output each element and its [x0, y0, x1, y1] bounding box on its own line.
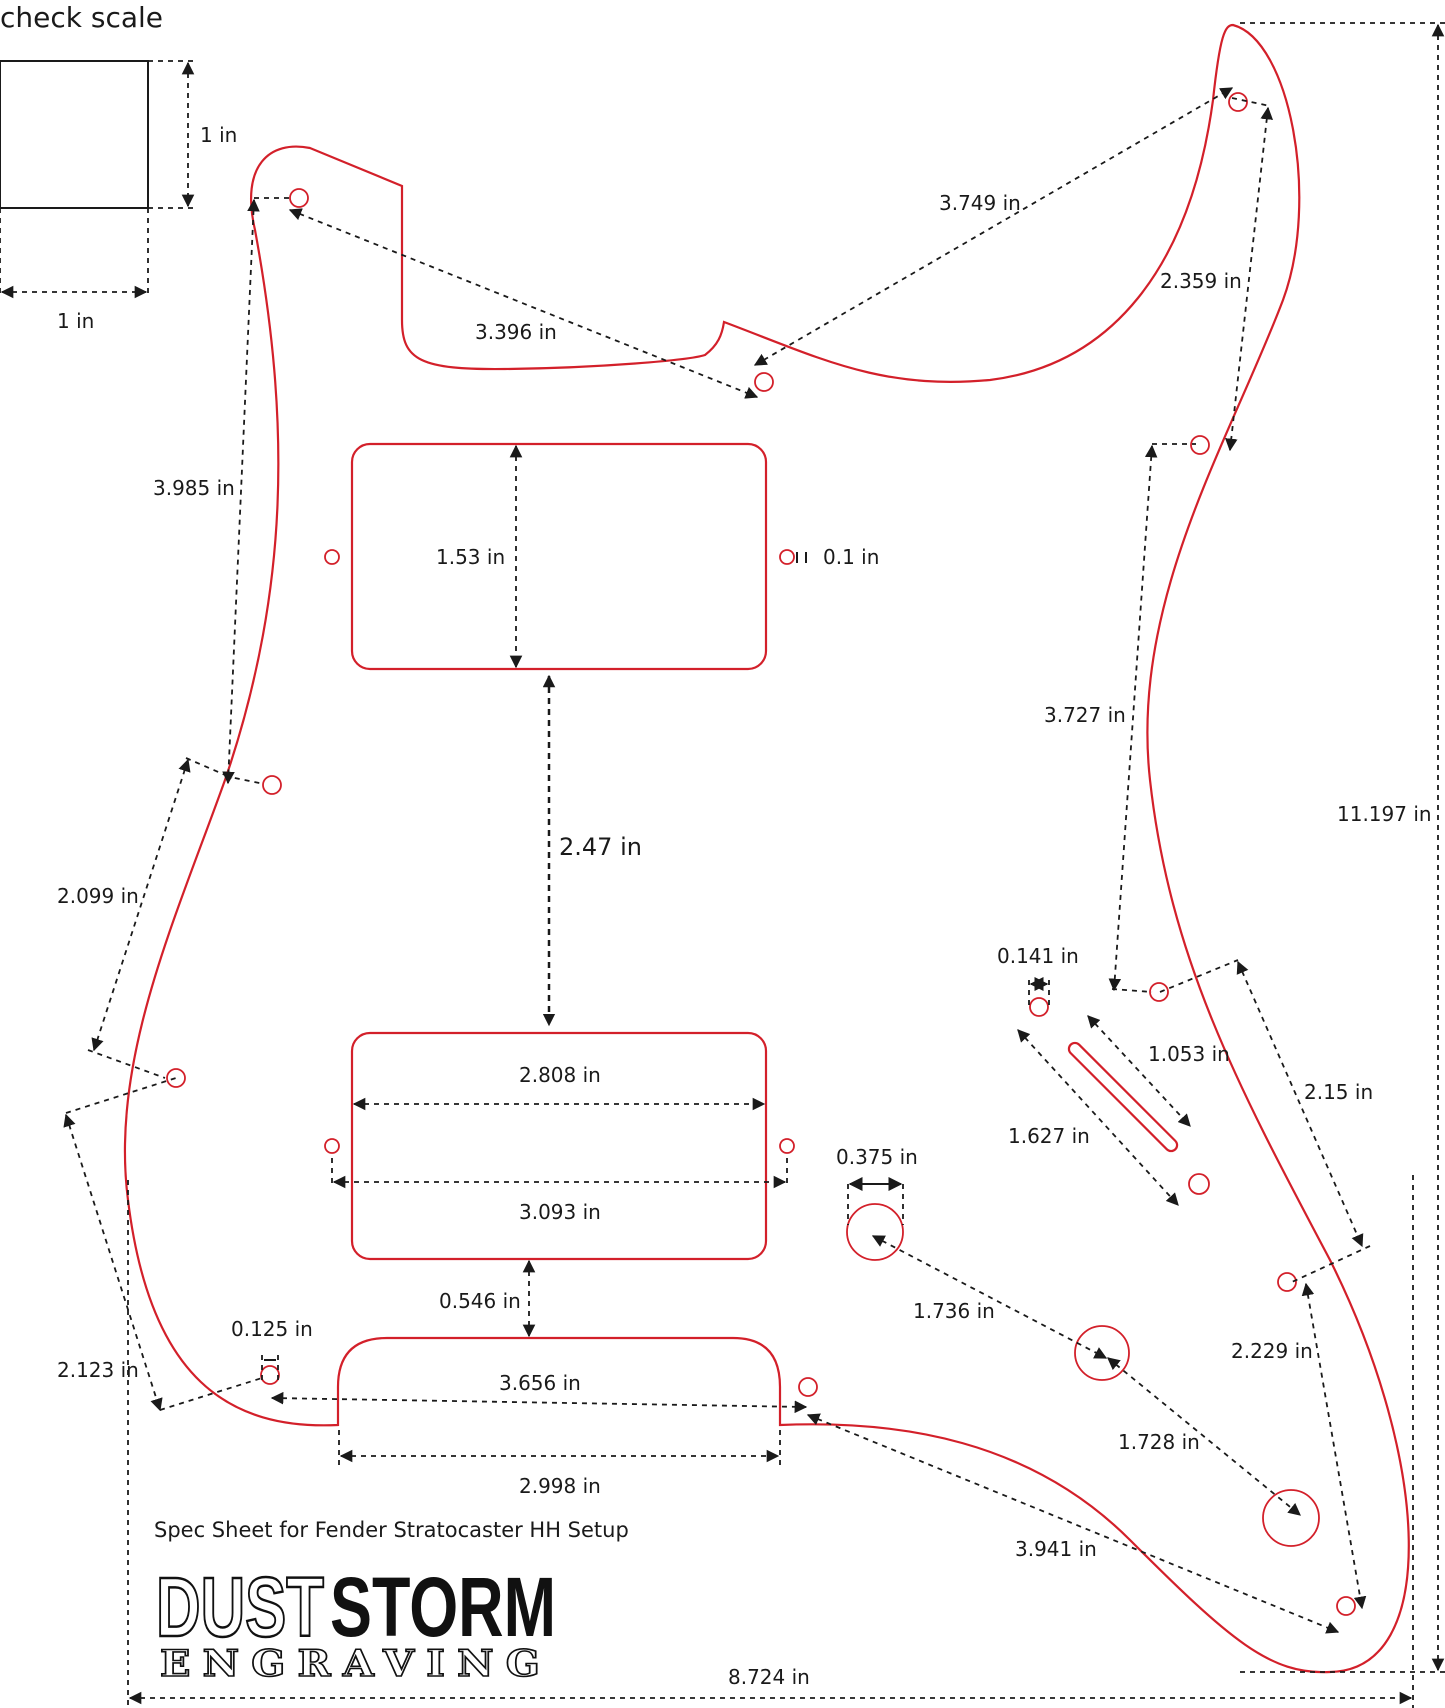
volume-pot-hole: [846, 1203, 904, 1261]
dim-line-3-985: [222, 198, 260, 785]
dim-line-1-736: [871, 1235, 1108, 1359]
screw-hole: [262, 775, 282, 795]
duststorm-logo: DUST STORM ENGRAVING: [155, 1559, 556, 1686]
dimension-labels: 3.396 in 3.749 in 2.359 in 3.985 in 1.53…: [57, 191, 1432, 1689]
dim-label-2-15: 2.15 in: [1304, 1080, 1373, 1104]
dim-label-3-749: 3.749 in: [939, 191, 1021, 215]
dim-line-2-359: [1224, 106, 1274, 452]
dim-label-1-627: 1.627 in: [1008, 1124, 1090, 1148]
dim-ext: [1231, 97, 1271, 107]
screw-hole: [1149, 982, 1169, 1002]
dim-label-2-229: 2.229 in: [1231, 1339, 1313, 1363]
scale-height-label: 1 in: [200, 123, 237, 147]
screw-holes: [166, 92, 1356, 1616]
dim-line-1-053: [1087, 1015, 1191, 1127]
screw-hole: [1336, 1596, 1356, 1616]
scale-square-box: [0, 60, 149, 209]
dim-line-3-749: [753, 87, 1234, 366]
dim-label-8-724: 8.724 in: [728, 1665, 810, 1689]
scale-square: 1 in 1 in: [0, 60, 237, 333]
screw-hole: [754, 372, 774, 392]
dim-ext: [1159, 959, 1239, 993]
logo-word-dust: DUST: [156, 1560, 324, 1654]
dim-label-1-736: 1.736 in: [913, 1299, 995, 1323]
dim-ext: [87, 1049, 166, 1079]
dim-label-3-656: 3.656 in: [499, 1371, 581, 1395]
screw-hole: [798, 1377, 818, 1397]
dim-label-1-728: 1.728 in: [1118, 1430, 1200, 1454]
tone2-pot-hole: [1262, 1489, 1320, 1547]
screw-hole: [166, 1068, 186, 1088]
pickup-mount-hole: [779, 549, 795, 565]
dim-label-1-053: 1.053 in: [1148, 1042, 1230, 1066]
logo-word-storm: STORM: [330, 1560, 556, 1654]
dim-label-2-359: 2.359 in: [1160, 269, 1242, 293]
dim-line-2-15: [1236, 960, 1364, 1248]
check-scale-title: check scale: [0, 1, 163, 34]
screw-hole: [1029, 997, 1049, 1017]
spec-sheet-title: Spec Sheet for Fender Stratocaster HH Se…: [154, 1518, 629, 1542]
dimension-lines: [63, 22, 1445, 1708]
dim-label-0-546: 0.546 in: [439, 1289, 521, 1313]
dim-ext: [65, 1077, 177, 1114]
screw-hole: [1190, 435, 1210, 455]
dim-label-0-141: 0.141 in: [997, 944, 1079, 968]
dim-label-2-47: 2.47 in: [559, 833, 642, 861]
dim-label-0-1: 0.1 in: [823, 545, 879, 569]
dim-line-3-396: [288, 208, 759, 399]
dim-line-2-229: [1301, 1282, 1367, 1610]
screw-hole: [1228, 92, 1248, 112]
dim-line-2-099: [91, 758, 191, 1052]
dim-label-2-099: 2.099 in: [57, 884, 139, 908]
pickup-mount-hole: [779, 1138, 795, 1154]
tone-pot-hole: [1074, 1325, 1130, 1381]
bridge-humbucker-cutout: [350, 1031, 768, 1261]
dim-label-2-998: 2.998 in: [519, 1474, 601, 1498]
dim-line-3-727: [1108, 444, 1158, 992]
dim-line-3-941: [806, 1413, 1340, 1634]
dim-label-11-197: 11.197 in: [1337, 802, 1432, 826]
logo-sub-engraving: ENGRAVING: [160, 1643, 552, 1685]
dim-label-3-093: 3.093 in: [519, 1200, 601, 1224]
dim-ext: [1291, 1245, 1371, 1283]
dim-label-1-53: 1.53 in: [436, 545, 505, 569]
dim-label-2-123: 2.123 in: [57, 1358, 139, 1382]
pickup-mount-hole: [324, 549, 340, 565]
screw-hole: [289, 188, 309, 208]
dim-label-0-125: 0.125 in: [231, 1317, 313, 1341]
pickup-mount-hole: [324, 1138, 340, 1154]
dim-ext: [1111, 988, 1153, 993]
dim-label-3-727: 3.727 in: [1044, 703, 1126, 727]
neck-humbucker-cutout: [350, 442, 768, 671]
dim-label-2-808: 2.808 in: [519, 1063, 601, 1087]
dim-ext: [159, 1377, 263, 1411]
screw-hole: [1277, 1272, 1297, 1292]
dim-label-3-396: 3.396 in: [475, 320, 557, 344]
dim-ext: [185, 757, 233, 779]
dim-label-0-375: 0.375 in: [836, 1145, 918, 1169]
dim-ext: [224, 775, 265, 785]
dim-line-2-123: [63, 1113, 163, 1412]
dim-label-3-941: 3.941 in: [1015, 1537, 1097, 1561]
screw-hole: [1188, 1173, 1210, 1195]
dim-line-3-656: [270, 1391, 808, 1414]
scale-width-label: 1 in: [57, 309, 94, 333]
dim-label-3-985: 3.985 in: [153, 476, 235, 500]
screw-hole: [260, 1365, 280, 1385]
